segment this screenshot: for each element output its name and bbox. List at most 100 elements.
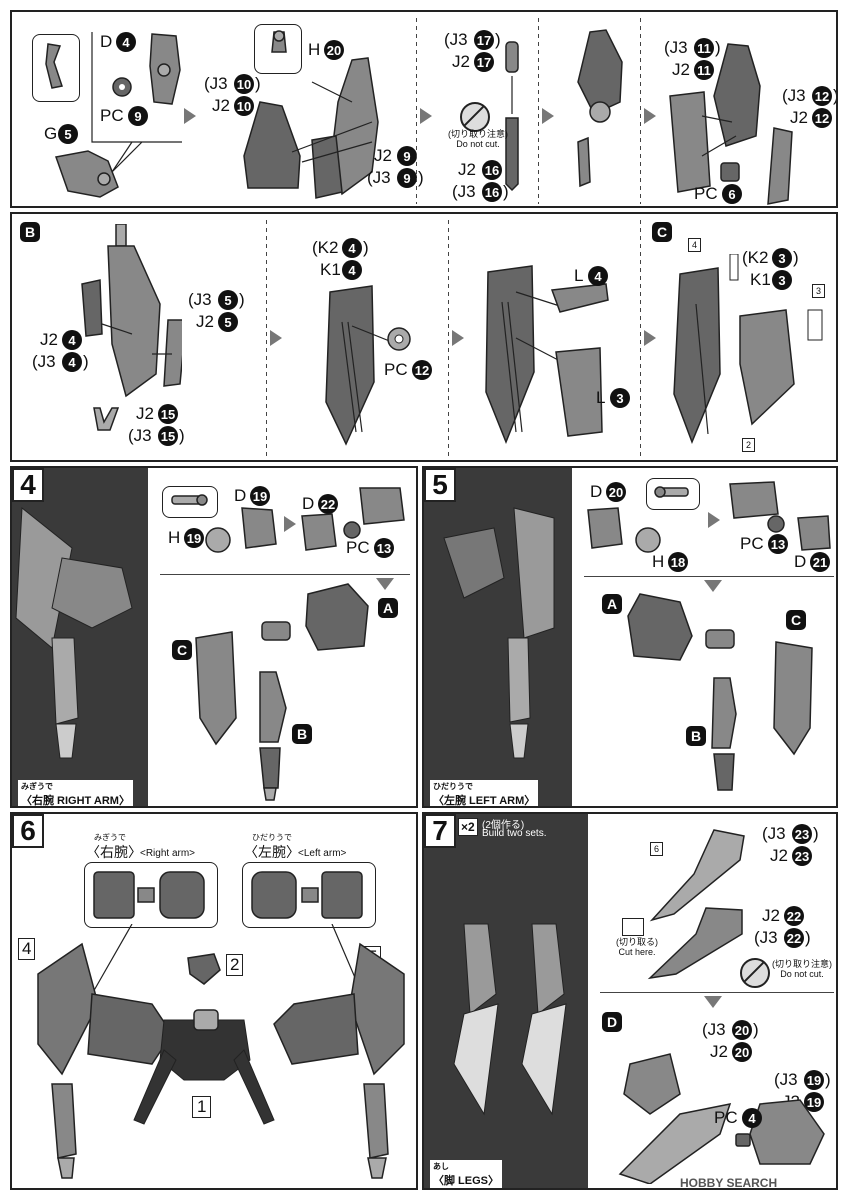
- j3-text: (J3: [762, 824, 786, 843]
- j2-20-label: J2: [710, 1042, 728, 1062]
- step5-number: 5: [424, 468, 456, 502]
- forearm-part: [81, 224, 182, 398]
- j3-text: (J3: [452, 182, 476, 201]
- j3-22-num: 22: [784, 928, 804, 948]
- pc9-label: PC: [100, 106, 124, 126]
- j2-23-num: 23: [792, 846, 812, 866]
- shield-inner-part: [325, 285, 393, 446]
- tag-text: 2: [746, 440, 752, 450]
- j2-text: J2: [458, 160, 476, 179]
- callout-line: [91, 32, 182, 173]
- j2-text: J2: [790, 108, 808, 127]
- row2-panel: B (J3 5 ) J2 5 J2 4 (J3 4 ) J2 15 (J3 15…: [10, 212, 838, 462]
- pc-text: PC: [740, 534, 764, 553]
- g-text: G: [44, 124, 58, 143]
- hand-part: [93, 407, 120, 431]
- j3-4-close: ): [83, 352, 89, 371]
- j2-11-part: [669, 43, 761, 193]
- g5-label: G: [44, 124, 57, 144]
- row1-divider-1: [416, 18, 417, 204]
- k2-4-close: ): [363, 238, 369, 257]
- j2-9-label: J2: [374, 146, 392, 166]
- k1-4-label: K1: [320, 260, 341, 280]
- ruby-text: ひだりうで: [433, 782, 473, 791]
- x2-en: Build two sets.: [482, 828, 547, 839]
- j3-4-label: (J3: [32, 352, 56, 372]
- letter-c: C: [786, 610, 806, 630]
- j2-20-num: 20: [732, 1042, 752, 1062]
- watermark-text: HOBBY SEARCH: [680, 1176, 778, 1190]
- cut-icon: [622, 918, 644, 936]
- right-arm-en: <Right arm>: [140, 848, 196, 859]
- step-arrow: [284, 516, 296, 532]
- head-part: [187, 953, 221, 985]
- j2-15-num: 15: [158, 404, 178, 424]
- sticker-tag-2: 2: [742, 438, 756, 452]
- j3-9-label: (J3: [367, 168, 391, 188]
- j2-22-num: 22: [784, 906, 804, 926]
- j3-11-close: ): [715, 38, 721, 57]
- pc6-num: 6: [722, 184, 742, 204]
- no-cut-note: (切り取り注意) Do not cut.: [448, 129, 508, 150]
- d22-part: [301, 487, 405, 551]
- d-text: D: [590, 482, 603, 501]
- k1-text: K1: [320, 260, 341, 279]
- right-arm-photo-art: [15, 507, 133, 759]
- l3-num: 3: [610, 388, 630, 408]
- no-cut-note: (切り取り注意) Do not cut.: [768, 959, 836, 980]
- pc9-part: [112, 77, 132, 97]
- left-arm-label: 〈左腕 LEFT ARM〉: [433, 795, 536, 807]
- x2-badge: ×2: [458, 818, 478, 836]
- j3-5-label: (J3: [188, 290, 212, 310]
- body-assembly: [133, 1009, 275, 1125]
- sticker-tag-6: 6: [650, 842, 664, 856]
- ruby-text: あし: [433, 1162, 449, 1171]
- step7-photo: [424, 814, 588, 1188]
- ruby-text: みぎうで: [21, 782, 53, 791]
- step-arrow: [270, 330, 282, 346]
- left-arm-photo-art: [443, 507, 555, 759]
- j3-4-num: 4: [62, 352, 82, 372]
- j3-22-label: (J3: [754, 928, 778, 948]
- k2-4-label: (K2: [312, 238, 338, 258]
- j2-17-num: 17: [474, 52, 494, 72]
- h19-label: H: [168, 528, 180, 548]
- j2-16-label: J2: [458, 160, 476, 180]
- g5-part: [55, 150, 119, 198]
- j3-15-num: 15: [158, 426, 178, 446]
- step4-number: 4: [12, 468, 44, 502]
- upper-arm-assembly: [577, 29, 623, 188]
- h19-num: 19: [184, 528, 204, 548]
- k2-text: (K2: [742, 248, 769, 267]
- j3-10-label: (J3: [204, 74, 228, 94]
- j3-16-close: ): [503, 182, 509, 201]
- j2-text: J2: [672, 60, 690, 79]
- step-arrow-down: [704, 996, 722, 1008]
- l-text: L: [596, 388, 606, 407]
- j2-9-num: 9: [397, 146, 417, 166]
- j2-10-num: 10: [234, 96, 254, 116]
- d20-num: 20: [606, 482, 626, 502]
- d4-part: [149, 33, 181, 105]
- tag-text: 6: [654, 844, 660, 854]
- g5-part-zoom: [45, 43, 63, 89]
- h19-zoom-part: [171, 494, 208, 506]
- right-ruby: みぎうで: [94, 833, 126, 842]
- letter-c: C: [172, 640, 192, 660]
- j3-15-close: ): [179, 426, 185, 445]
- d20-part: [587, 507, 661, 553]
- j2-5-label: J2: [196, 312, 214, 332]
- step5-divider: [584, 576, 834, 577]
- forearm-b-part: [259, 671, 287, 801]
- j3-15-label: (J3: [128, 426, 152, 446]
- k2-text: (K2: [312, 238, 339, 257]
- d-text: D: [794, 552, 807, 571]
- j2-text: J2: [762, 906, 780, 925]
- k1-3-label: K1: [750, 270, 771, 290]
- no-cut-en: Do not cut.: [780, 968, 824, 979]
- k2-3-num: 3: [772, 248, 792, 268]
- shield-assembly: [485, 265, 609, 445]
- j2-text: J2: [196, 312, 214, 331]
- shoulder-a-part: [305, 583, 369, 651]
- step4-label: みぎうで 〈右腕 RIGHT ARM〉: [18, 780, 133, 806]
